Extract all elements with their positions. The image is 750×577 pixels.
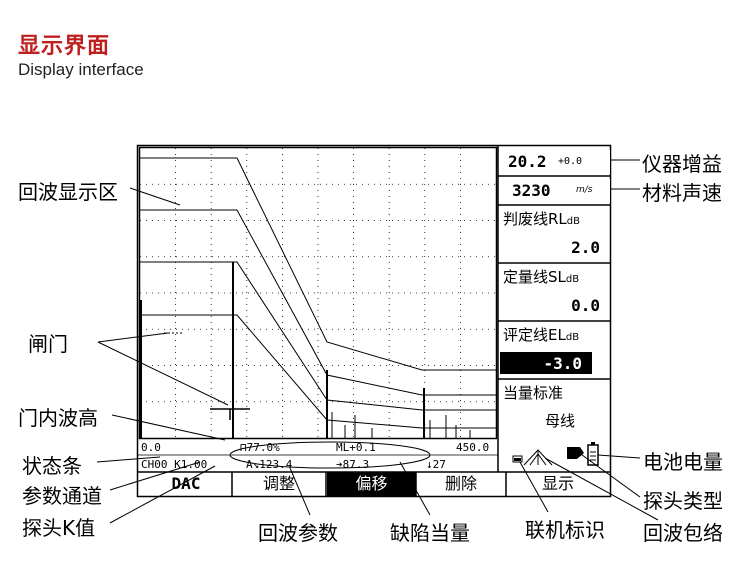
el-value: -3.0 [543, 354, 582, 373]
callout-probe-type: 探头类型 [643, 489, 723, 513]
std-value: 母线 [545, 412, 576, 430]
menu-delete[interactable]: 删除 [444, 474, 477, 493]
status-range: 450.0 [456, 441, 490, 454]
sl-label: 定量线SLdB [503, 268, 580, 286]
std-label: 当量标准 [503, 384, 564, 402]
menu-display[interactable]: 显示 [541, 474, 574, 493]
callout-battery: 电池电量 [643, 450, 723, 474]
callout-envelope: 回波包络 [643, 521, 723, 545]
callout-echo-params: 回波参数 [258, 521, 338, 545]
callout-velocity: 材料声速 [642, 181, 722, 205]
menu-dac[interactable]: DAC [171, 474, 201, 493]
echo-signals [140, 262, 425, 438]
status-a: A↘123.4 [246, 458, 293, 471]
menu-offset[interactable]: 偏移 [327, 472, 416, 496]
page-title: 显示界面 [18, 34, 111, 59]
leader-lines [96, 159, 659, 524]
status-start: 0.0 [141, 441, 161, 454]
status-c: ↓27 [426, 458, 446, 471]
noise-signals [331, 412, 471, 438]
gain-box: 20.2 +0.0 [500, 150, 610, 174]
probe-type-icon [567, 447, 584, 459]
curve-sl [140, 209, 496, 396]
el-label: 评定线ELdB [503, 326, 580, 344]
callout-online: 联机标识 [525, 518, 605, 542]
callout-k-value: 探头K值 [22, 516, 96, 540]
envelope-icon [523, 449, 553, 466]
gain-value: 20.2 [508, 152, 547, 171]
status-b: ➔87.3 [336, 458, 370, 471]
battery-icon [587, 442, 599, 466]
page-subtitle: Display interface [18, 60, 144, 79]
velocity-value: 3230 [512, 181, 551, 200]
velocity-box: 3230 m/s [500, 179, 610, 203]
callout-gate: 闸门 [28, 332, 68, 356]
callout-gain: 仪器增益 [642, 152, 722, 176]
curve-rl [140, 157, 496, 371]
status-ml: ML+0.1 [336, 441, 376, 454]
callout-channel: 参数通道 [22, 484, 102, 508]
rl-label: 判废线RLdB [503, 210, 580, 228]
echo-display-area [138, 146, 498, 440]
sl-value: 0.0 [571, 296, 600, 315]
el-value-highlight [500, 352, 592, 374]
echo-params-ellipse [229, 441, 431, 469]
velocity-unit: m/s [576, 185, 593, 195]
curve-low [140, 314, 496, 429]
status-channel: CH00 K1.00 [141, 458, 208, 471]
menu-adjust[interactable]: 调整 [262, 474, 295, 493]
online-icon [512, 455, 523, 463]
grid [140, 148, 496, 438]
rl-value: 2.0 [571, 238, 600, 257]
callout-echo-area: 回波显示区 [18, 180, 118, 204]
callout-defect: 缺陷当量 [390, 521, 470, 545]
gain-step: +0.0 [558, 156, 583, 167]
callout-status-bar: 状态条 [22, 454, 82, 478]
callout-gate-height: 门内波高 [18, 406, 98, 430]
status-gate-height: ⊓77.0% [240, 441, 280, 454]
